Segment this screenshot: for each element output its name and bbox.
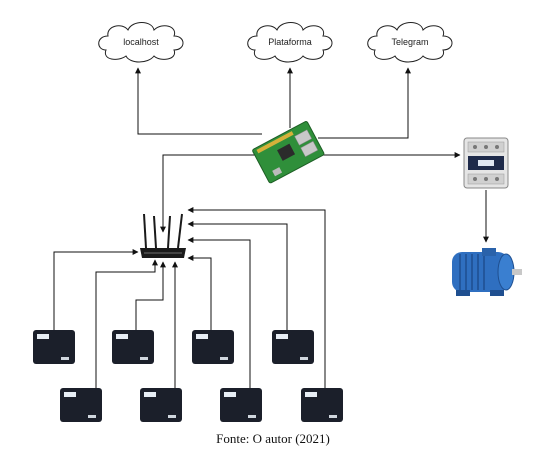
link-to-localhost	[135, 67, 262, 135]
cloud-label-plataforma: Plataforma	[268, 37, 312, 47]
sensor-box-1	[33, 330, 75, 364]
contactor-icon	[463, 137, 509, 189]
raspberry-pi-board-icon	[252, 121, 325, 184]
sensor-box-5	[192, 330, 234, 364]
sensor-box-2	[60, 388, 102, 422]
sensor-box-7	[272, 330, 314, 364]
electric-motor-icon	[452, 248, 522, 296]
cloud-label-telegram: Telegram	[391, 37, 428, 47]
link-sensor-6	[187, 237, 251, 388]
wifi-router-icon	[140, 213, 186, 258]
cloud-plataforma: Plataforma	[247, 22, 333, 63]
link-sensor-7	[187, 221, 288, 330]
cloud-telegram: Telegram	[367, 22, 453, 63]
link-to-telegram	[318, 67, 411, 139]
cloud-label-localhost: localhost	[123, 37, 159, 47]
sensor-box-8	[301, 388, 343, 422]
link-sensor-5	[187, 255, 212, 330]
link-sensor-2	[95, 259, 158, 388]
link-sensor-3	[135, 261, 166, 330]
link-sensor-1	[53, 249, 139, 330]
figure-caption: Fonte: O autor (2021)	[216, 431, 330, 446]
sensor-box-3	[112, 330, 154, 364]
cloud-localhost: localhost	[98, 22, 184, 63]
link-sensor-8	[187, 207, 326, 388]
link-to-router	[160, 154, 262, 233]
sensor-box-6	[220, 388, 262, 422]
sensor-box-4	[140, 388, 182, 422]
